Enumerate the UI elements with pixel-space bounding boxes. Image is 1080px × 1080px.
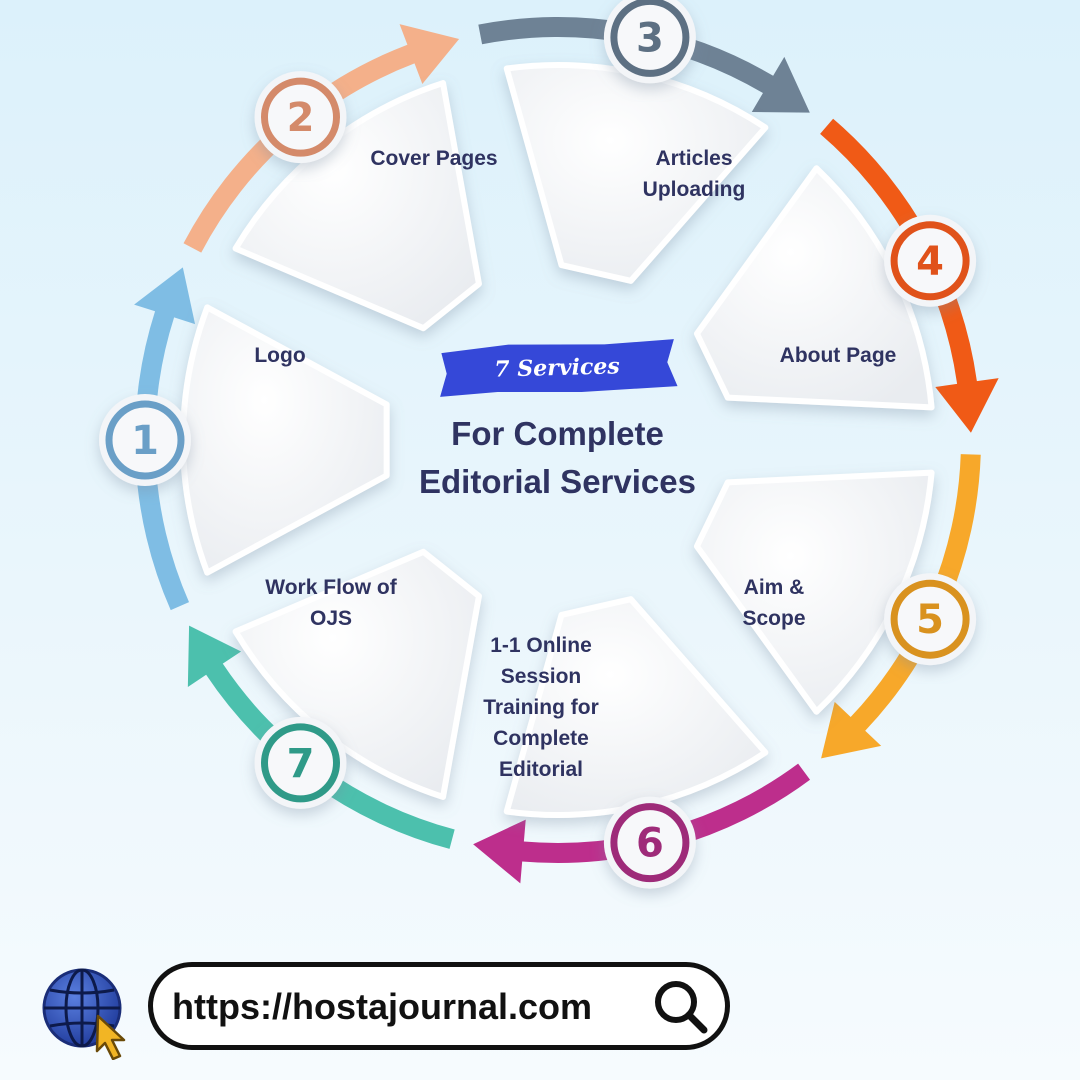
step-1-number: 1	[131, 418, 159, 464]
step-2-number: 2	[287, 95, 315, 141]
step-6-label: 1-1 Online Session Training for Complete…	[483, 634, 599, 781]
center-title: For Complete Editorial Services	[419, 415, 696, 500]
step-1-label: Logo	[254, 344, 306, 367]
cycle-arrow-4	[820, 118, 999, 433]
step-4-number: 4	[916, 239, 944, 285]
step-3-number: 3	[636, 15, 664, 61]
step-6-number-badge: 6	[603, 796, 696, 889]
cycle-arrow-2	[183, 24, 460, 253]
step-5-label: Aim & Scope	[742, 576, 806, 630]
cycle-arrow-7	[187, 625, 455, 849]
step-2-number-badge: 2	[254, 71, 347, 164]
step-7-number: 7	[287, 741, 315, 787]
cycle-arrow-6	[473, 763, 811, 884]
step-5-number: 5	[916, 597, 944, 643]
step-4-label: About Page	[779, 344, 897, 367]
search-icon[interactable]	[650, 976, 710, 1036]
step-4-number-badge: 4	[884, 214, 977, 307]
step-3-number-badge: 3	[603, 0, 696, 84]
step-1-number-badge: 1	[99, 394, 191, 486]
step-6-number: 6	[636, 821, 664, 867]
step-7-number-badge: 7	[254, 716, 347, 809]
step-3-label: Articles Uploading	[642, 147, 746, 201]
step-5-number-badge: 5	[884, 573, 977, 666]
cycle-arrow-1	[134, 267, 196, 611]
website-url[interactable]: https://hostajournal.com	[172, 986, 593, 1027]
step-7-label: Work Flow of OJS	[265, 576, 397, 630]
cycle-arrow-5	[821, 454, 981, 759]
step-2-label: Cover Pages	[370, 147, 498, 170]
url-search-bar[interactable]	[148, 962, 730, 1050]
globe-cursor-icon	[42, 968, 126, 1060]
